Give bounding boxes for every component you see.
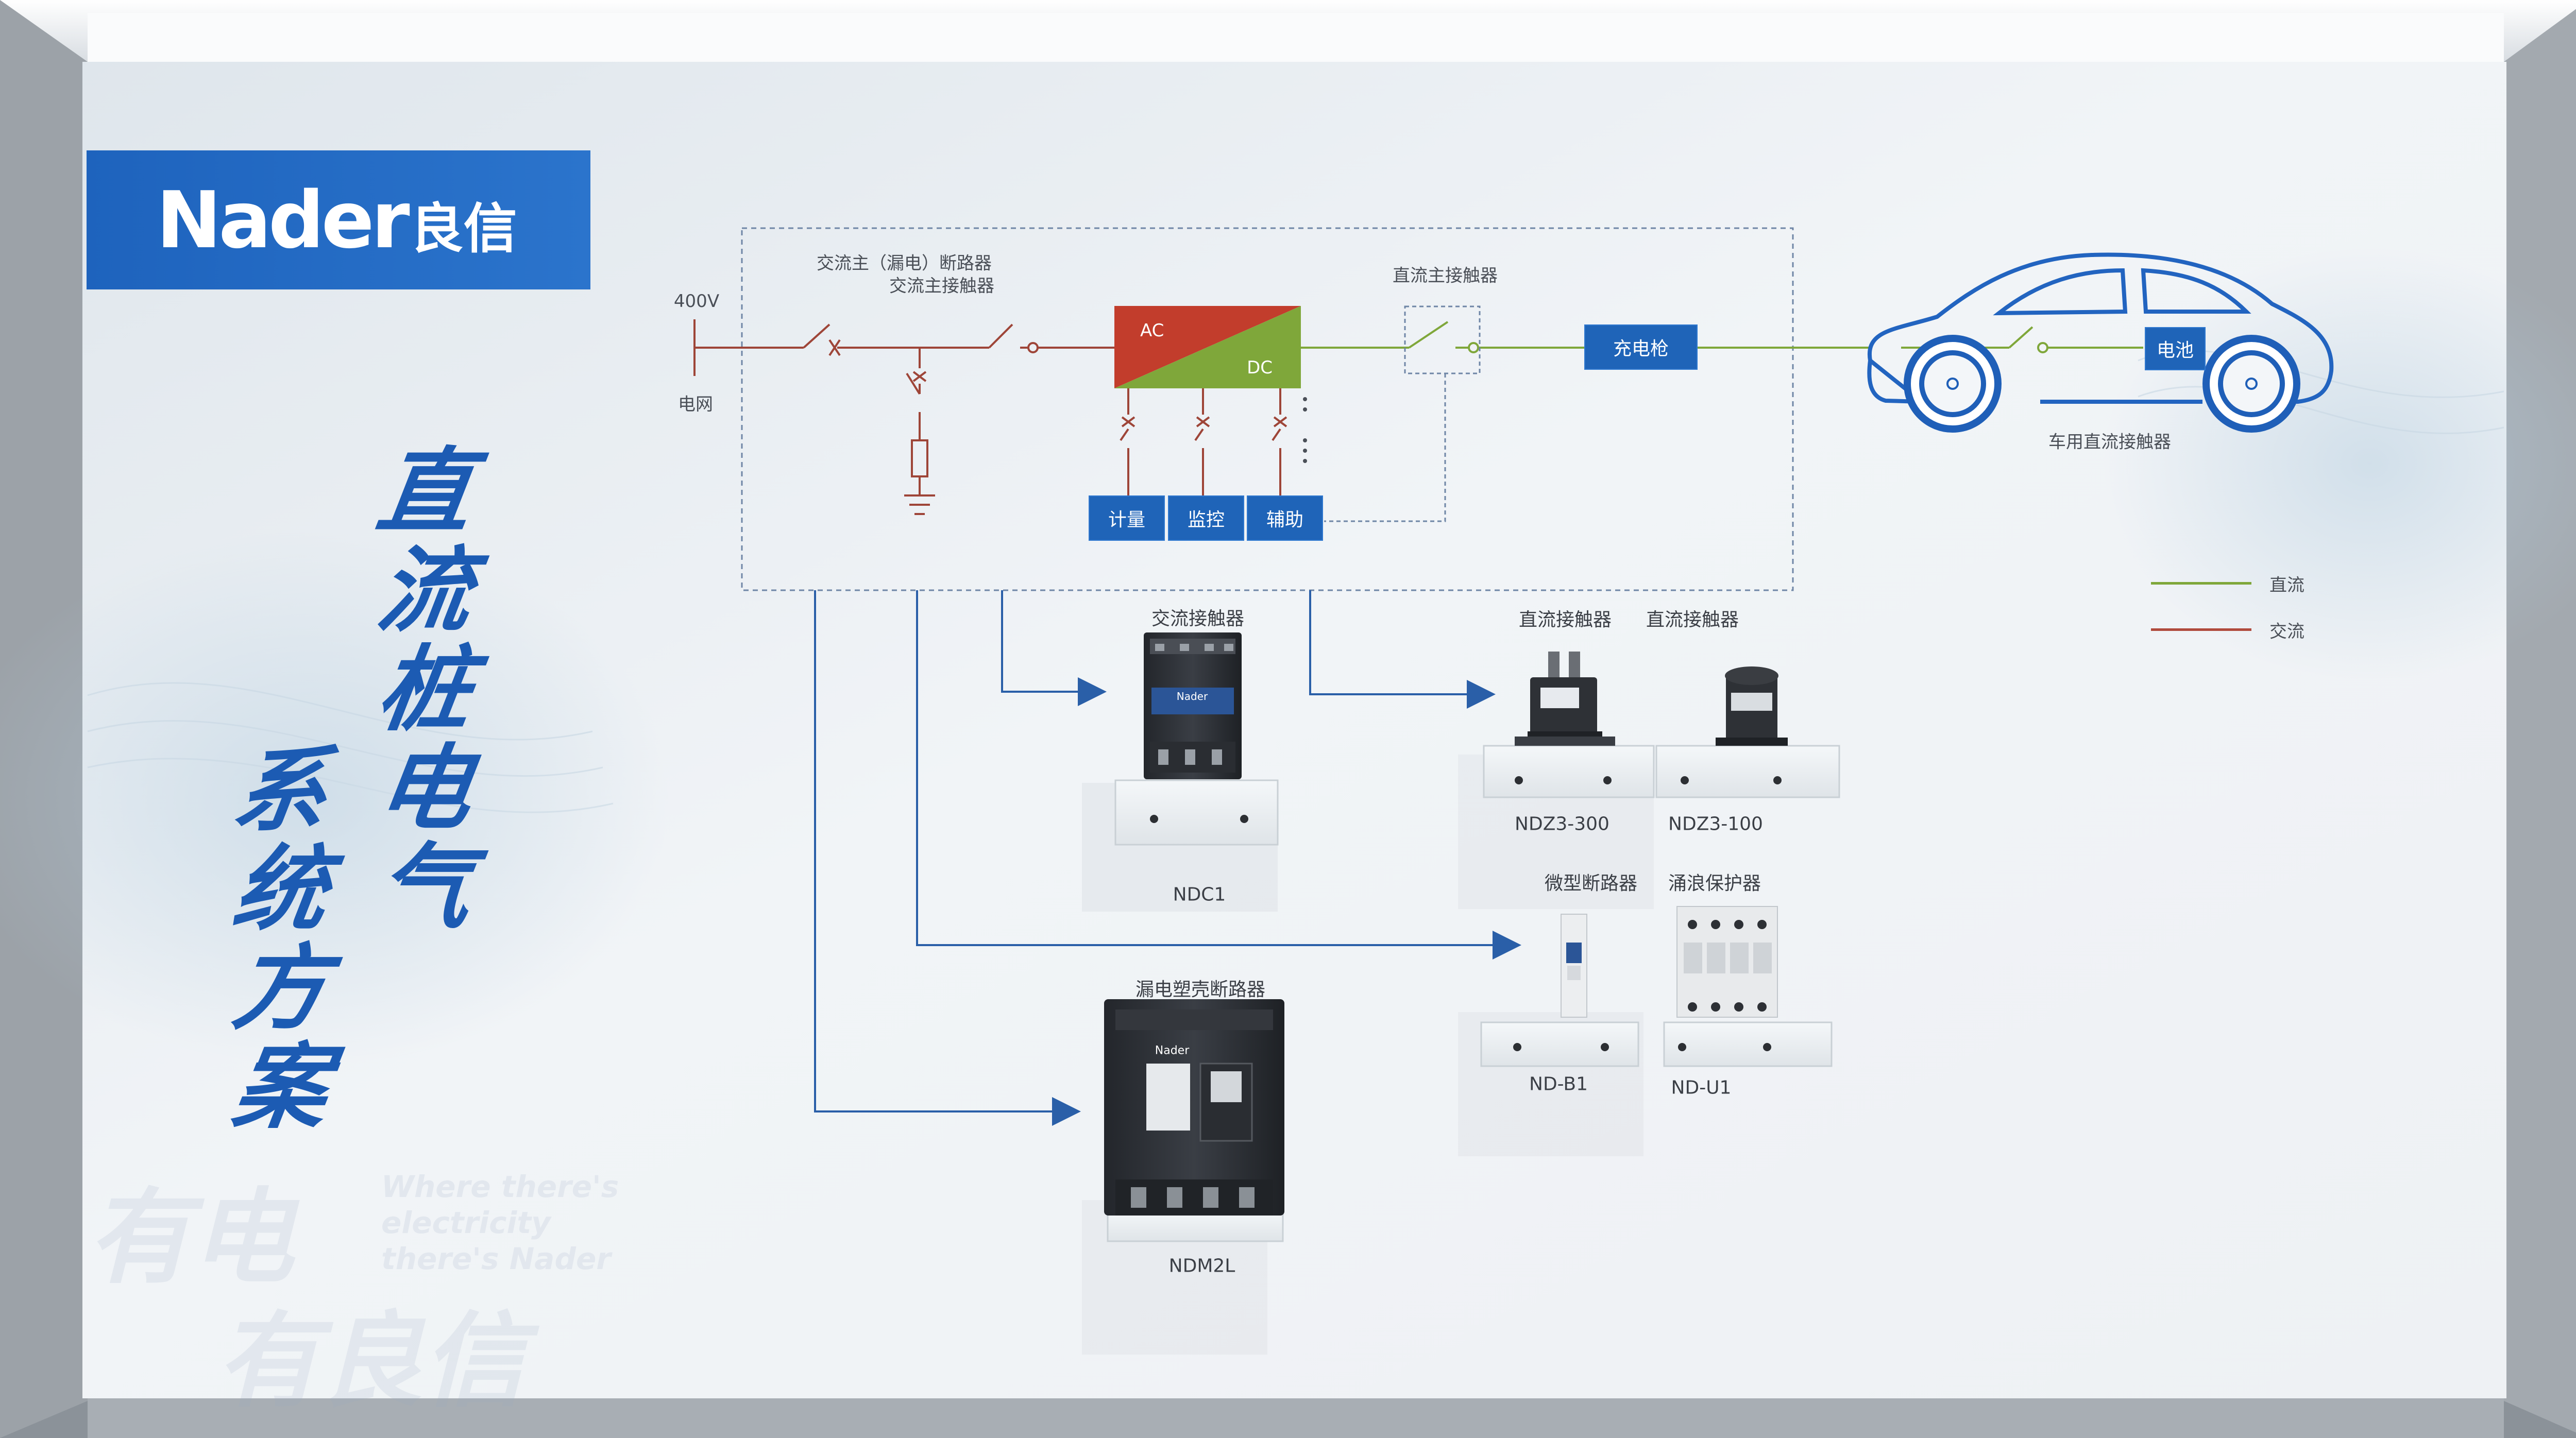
nd-u1-device (1663, 906, 1833, 1067)
dc-line (1301, 321, 2143, 353)
nd-b1-model: ND-B1 (1529, 1073, 1588, 1095)
nd-b1-device (1458, 914, 1643, 1156)
ndz3-100-category: 直流接触器 (1646, 609, 1739, 630)
battery-box: 电池 (2145, 327, 2206, 370)
slogan-cn-line2: 有良信 (216, 1302, 526, 1422)
ndc1-brand: Nader (1176, 690, 1208, 703)
converter-ac-label: AC (1140, 320, 1164, 341)
legend-dc-line (2151, 582, 2251, 585)
dc-contactor-label: 直流主接触器 (1393, 265, 1498, 286)
ndm2l-category: 漏电塑壳断路器 (1135, 979, 1266, 1000)
ndm2l-model: NDM2L (1168, 1255, 1235, 1277)
legend-ac-line (2151, 628, 2251, 631)
vehicle-outline (1867, 252, 2334, 404)
ac-contactor-label: 交流主接触器 (889, 276, 994, 297)
converter-dc-label: DC (1247, 357, 1273, 378)
nd-u1-model: ND-U1 (1671, 1077, 1732, 1099)
grid-voltage-label: 400V (673, 291, 720, 312)
ndc1-model: NDC1 (1173, 884, 1226, 905)
ndz3-300-model: NDZ3-300 (1515, 813, 1609, 835)
vehicle-wheels (1904, 335, 2300, 433)
ndz3-100-model: NDZ3-100 (1668, 813, 1763, 835)
ndc1-category: 交流接触器 (1151, 608, 1245, 629)
system-boundary (741, 227, 1794, 591)
legend-ac-label: 交流 (2269, 621, 2304, 642)
vehicle-contactor-label: 车用直流接触器 (2048, 432, 2171, 453)
charging-gun-box: 充电枪 (1584, 324, 1698, 370)
brand-name-latin: Nader (156, 174, 410, 266)
breaker-label: 交流主（漏电）断路器 (817, 253, 992, 274)
nd-u1-category: 涌浪保护器 (1668, 873, 1761, 894)
ndz3-300-category: 直流接触器 (1518, 609, 1612, 630)
slogan-en-line3: there's Nader (381, 1241, 611, 1276)
brand-logo: Nader 良信 (87, 150, 590, 289)
ndc1-device (1082, 632, 1279, 912)
auxiliary-box: 辅助 (1247, 495, 1323, 541)
brand-name-cjk: 良信 (410, 197, 517, 260)
slogan-cn-line1: 有电 (88, 1178, 294, 1298)
grid-label: 电网 (678, 394, 713, 415)
ndm2l-device (1082, 999, 1284, 1355)
ndz3-100-device (1655, 666, 1840, 798)
nd-b1-category: 微型断路器 (1544, 873, 1638, 894)
ndz3-300-device (1458, 652, 1655, 909)
legend-dc-label: 直流 (2269, 575, 2304, 596)
slogan-en-line1: Where there's (381, 1169, 619, 1204)
metering-box: 计量 (1089, 495, 1165, 541)
slogan-en-line2: electricity (381, 1205, 551, 1240)
ac-line (693, 319, 1287, 515)
monitoring-box: 监控 (1168, 495, 1244, 541)
ndm2l-brand: Nader (1155, 1044, 1190, 1057)
ac-dc-converter: AC DC (1114, 306, 1301, 388)
